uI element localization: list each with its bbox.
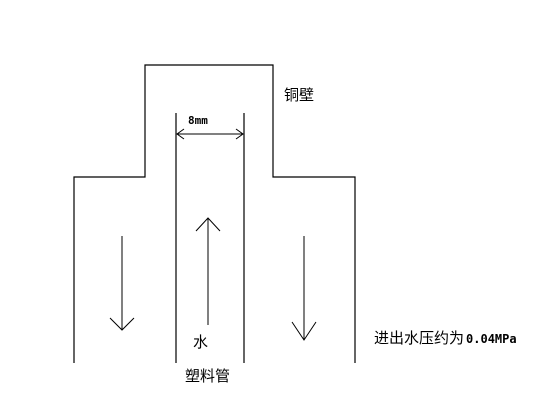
plastic-pipe-label: 塑料管 [185,367,230,385]
dimension-label: 8mm [188,114,208,127]
up-arrow-center [195,217,221,325]
copper-wall-outline [73,64,356,363]
down-arrow-right [291,236,317,341]
dimension-arrow [176,128,244,140]
pressure-prefix: 进出水压约为 [374,329,464,347]
pressure-value: 0.04MPa [466,332,517,346]
water-label: 水 [193,333,208,351]
copper-wall-label: 铜壁 [284,86,314,104]
down-arrow-left [109,236,135,331]
